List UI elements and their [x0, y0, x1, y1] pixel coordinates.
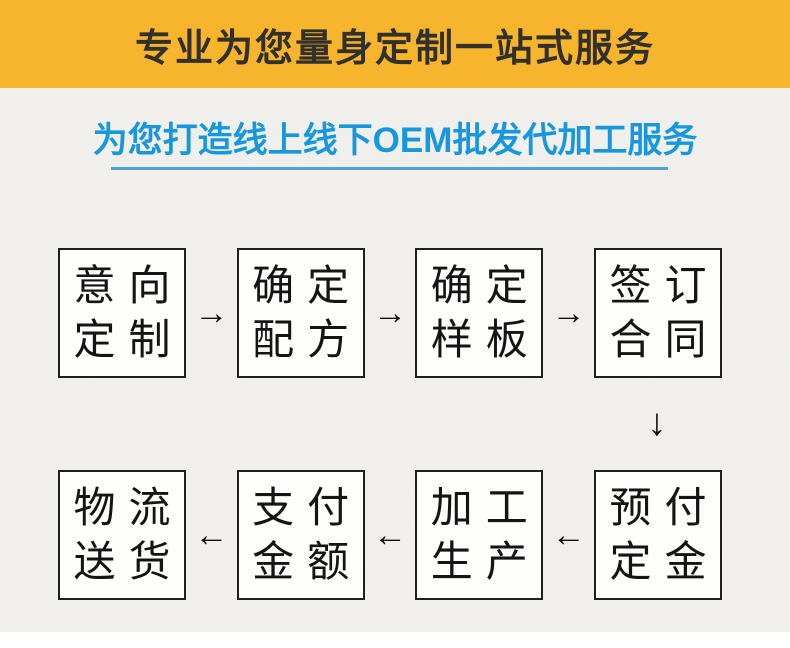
bottom-white-strip [0, 632, 790, 648]
top-banner: 专业为您量身定制一站式服务 [0, 0, 790, 88]
right-arrow-icon: → [194, 294, 229, 332]
left-arrow-icon: ← [194, 516, 229, 554]
sub-heading: 为您打造线上线下OEM批发代加工服务 [92, 121, 698, 160]
flow-step-7-line-1: 支付 [252, 484, 363, 532]
flow-step-1-line-2: 定制 [73, 316, 184, 363]
flow-step-2: 确定 配方 [236, 248, 365, 378]
flow-step-3-line-2: 样板 [430, 316, 541, 363]
flow-step-4: 签订 合同 [593, 248, 722, 378]
flow-row-2: 物流 送货 ← 支付 金额 ← 加工 生产 ← 预付 定金 [58, 470, 722, 600]
flow-step-8-line-1: 物流 [73, 484, 184, 532]
banner-title: 专业为您量身定制一站式服务 [134, 27, 655, 70]
sub-heading-underline [111, 167, 668, 170]
right-arrow-icon: → [551, 294, 586, 332]
flow-step-7: 支付 金额 [236, 470, 365, 600]
flow-step-7-line-2: 金额 [252, 538, 363, 585]
left-arrow-icon: ← [551, 516, 586, 554]
flow-step-6-line-2: 生产 [430, 538, 541, 585]
flow-step-5: 预付 定金 [593, 470, 722, 600]
flow-step-5-line-2: 定金 [609, 538, 720, 585]
flow-step-1-line-1: 意向 [73, 262, 184, 310]
flow-step-6-line-1: 加工 [430, 484, 541, 532]
flow-step-3: 确定 样板 [415, 248, 544, 378]
flow-row-1: 意向 定制 → 确定 配方 → 确定 样板 → 签订 合同 [58, 248, 722, 378]
left-arrow-icon: ← [372, 516, 407, 554]
right-arrow-icon: → [372, 294, 407, 332]
down-arrow-icon: ↓ [647, 402, 667, 444]
flow-step-1: 意向 定制 [58, 248, 186, 378]
flow-step-4-line-1: 签订 [609, 262, 720, 310]
flow-step-5-line-1: 预付 [609, 484, 720, 532]
flow-step-8: 物流 送货 [58, 470, 186, 600]
flow-step-3-line-1: 确定 [430, 262, 541, 310]
flow-step-8-line-2: 送货 [73, 538, 184, 585]
flow-step-2-line-1: 确定 [252, 262, 363, 310]
flow-step-2-line-2: 配方 [252, 316, 363, 363]
flow-step-6: 加工 生产 [415, 470, 544, 600]
flow-step-4-line-2: 合同 [609, 316, 720, 363]
